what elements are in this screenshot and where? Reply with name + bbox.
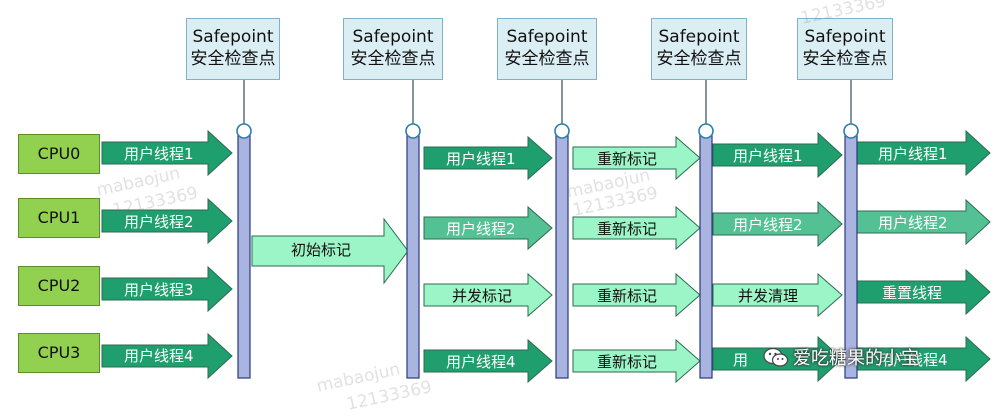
- user-thread-label: 用户线程1: [878, 145, 948, 163]
- remark-arrow: [572, 272, 701, 318]
- user-thread-label: 用户线程3: [124, 281, 194, 299]
- user-thread-label: 用户线程4: [878, 351, 948, 369]
- remark-label: 重新标记: [597, 353, 658, 371]
- cpu-box-1: CPU1: [18, 198, 100, 238]
- user-thread-arrow: [101, 265, 233, 313]
- user-thread-arrow: [856, 335, 991, 383]
- reset-thread-arrow: [856, 268, 991, 316]
- cpu-box-2: CPU2: [18, 266, 100, 306]
- user-thread-label: 用户线程1: [446, 150, 516, 168]
- safepoint-title: Safepoint: [658, 27, 740, 47]
- safepoint-title: Safepoint: [352, 27, 434, 47]
- wechat-credit: 爱吃糖果的小宝: [793, 348, 919, 369]
- safepoint-title: Safepoint: [506, 27, 588, 47]
- safepoint-title: Safepoint: [804, 27, 886, 47]
- safepoint-marker: [843, 123, 859, 139]
- remark-arrow: [572, 205, 701, 251]
- concurrent-mark-arrow: [423, 272, 553, 318]
- safepoint-bar: [237, 131, 251, 379]
- user-thread-label: 用户线程4: [124, 347, 194, 365]
- safepoint-bar: [406, 131, 420, 379]
- remark-arrow: [572, 338, 701, 384]
- concurrent-sweep-arrow: [712, 272, 843, 318]
- user-thread-label: 用: [733, 351, 749, 369]
- safepoint-bar: [699, 131, 713, 379]
- wechat-icon: [763, 347, 789, 367]
- user-thread-label: 用户线程2: [124, 213, 194, 231]
- remark-label: 重新标记: [597, 287, 658, 305]
- initial-mark-label: 初始标记: [291, 241, 352, 259]
- user-thread-arrow: [712, 200, 843, 248]
- safepoint-marker: [405, 123, 421, 139]
- remark-arrow: [572, 135, 701, 181]
- concurrent-sweep-label: 并发清理: [738, 287, 799, 305]
- user-thread-arrow: [423, 338, 553, 384]
- safepoint-subtitle: 安全检查点: [656, 49, 742, 69]
- safepoint-bar: [555, 131, 569, 379]
- gc-timeline-diagram: [101, 80, 991, 384]
- user-thread-label: 用户线程2: [446, 220, 516, 238]
- user-thread-arrow: [101, 129, 233, 177]
- remark-label: 重新标记: [597, 150, 658, 168]
- concurrent-mark-label: 并发标记: [452, 287, 513, 305]
- user-thread-arrow: [423, 205, 553, 251]
- user-thread-label: 用户线程1: [124, 145, 194, 163]
- reset-thread-label: 重置线程: [882, 284, 943, 302]
- safepoint-bar: [844, 131, 858, 379]
- user-thread-arrow: [856, 129, 991, 177]
- safepoint-title: Safepoint: [192, 27, 274, 47]
- user-thread-label: 用户线程2: [733, 216, 803, 234]
- safepoint-subtitle: 安全检查点: [190, 49, 276, 69]
- safepoint-marker: [554, 123, 570, 139]
- user-thread-arrow: [856, 198, 991, 246]
- user-thread-arrow: [101, 332, 233, 380]
- cpu-box-0: CPU0: [18, 134, 100, 174]
- user-thread-arrow: [423, 135, 553, 181]
- safepoint-box-3: Safepoint 安全检查点: [497, 18, 597, 80]
- user-thread-arrow: [712, 131, 843, 179]
- user-thread-label: 用户线程4: [446, 353, 516, 371]
- cpu-box-3: CPU3: [18, 333, 100, 373]
- remark-label: 重新标记: [597, 220, 658, 238]
- safepoint-marker: [236, 123, 252, 139]
- safepoint-subtitle: 安全检查点: [504, 49, 590, 69]
- safepoint-box-4: Safepoint 安全检查点: [651, 18, 747, 80]
- safepoint-marker: [698, 123, 714, 139]
- safepoint-subtitle: 安全检查点: [350, 49, 436, 69]
- initial-mark-arrow: [251, 217, 409, 285]
- safepoint-box-5: Safepoint 安全检查点: [797, 18, 893, 80]
- safepoint-box-2: Safepoint 安全检查点: [343, 18, 443, 80]
- safepoint-box-1: Safepoint 安全检查点: [186, 18, 280, 80]
- user-thread-arrow: [101, 197, 233, 245]
- user-thread-label: 用户线程1: [733, 147, 803, 165]
- user-thread-label: 用户线程2: [878, 214, 948, 232]
- safepoint-subtitle: 安全检查点: [802, 49, 888, 69]
